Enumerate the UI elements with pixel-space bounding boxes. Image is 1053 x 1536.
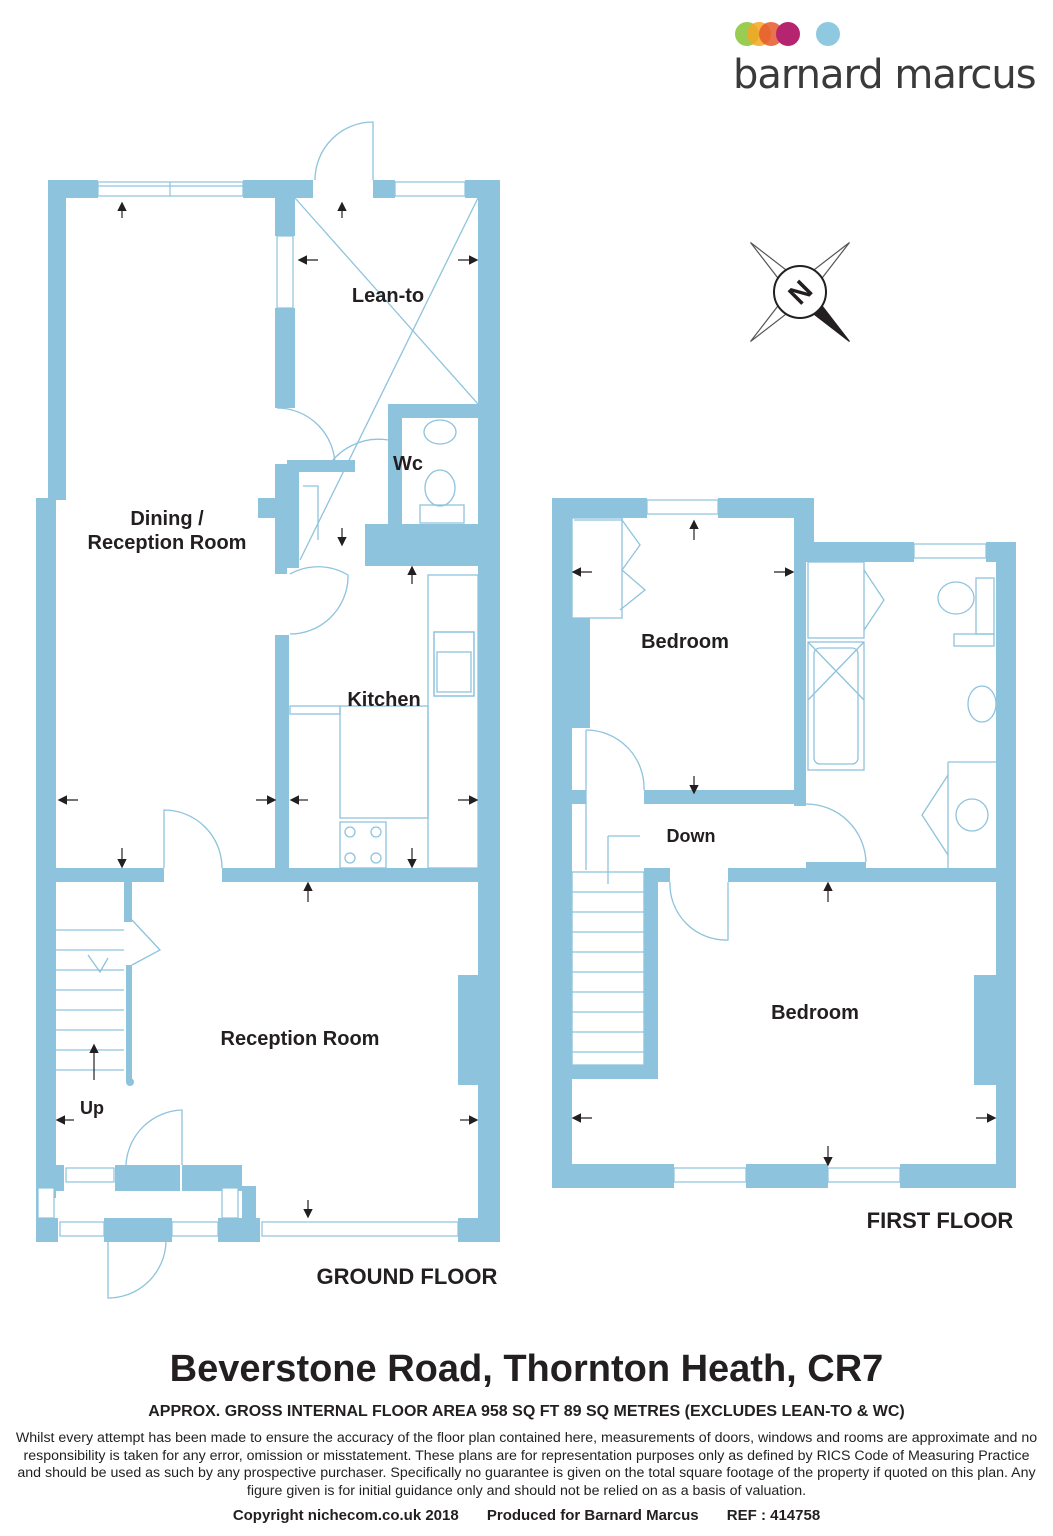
logo-dot-blue: [816, 22, 840, 46]
logo-dot-red: [759, 22, 783, 46]
ground-floor-label: GROUND FLOOR: [317, 1264, 498, 1289]
stairs-down-label: Down: [667, 826, 716, 846]
footer-credits: Copyright nichecom.co.uk 2018 Produced f…: [0, 1507, 1053, 1524]
ground-floor-fixtures: [56, 121, 479, 1299]
first-floor-fixtures: [571, 517, 997, 1066]
reference-text: REF : 414758: [726, 1507, 821, 1524]
stairs-up-label: Up: [80, 1098, 104, 1118]
logo-dot-magenta: [776, 22, 800, 46]
dimension-arrows: [55, 201, 997, 1219]
brand-logo-dots: [735, 22, 840, 46]
first-floor-label: FIRST FLOOR: [867, 1208, 1014, 1233]
compass-rose-icon: [750, 242, 850, 342]
produced-for-text: Produced for Barnard Marcus: [486, 1507, 699, 1524]
ground-floor-walls: [36, 180, 500, 1242]
room-label-lean-to: Lean-to: [352, 285, 424, 307]
disclaimer-text: Whilst every attempt has been made to en…: [15, 1430, 1038, 1499]
room-label-bedroom-front: Bedroom: [771, 1002, 859, 1024]
room-label-reception: Reception Room: [221, 1028, 380, 1050]
brand-name: barnard marcus: [733, 52, 1037, 98]
property-address: Beverstone Road, Thornton Heath, CR7: [169, 1348, 884, 1390]
first-floor-walls: [552, 498, 1016, 1188]
first-floor-windows: [646, 499, 987, 1183]
room-label-kitchen: Kitchen: [347, 689, 420, 711]
room-label-wc: Wc: [393, 453, 423, 475]
room-label-dining-line1: Dining /: [130, 508, 204, 530]
ground-floor-windows: [37, 181, 466, 1237]
copyright-text: Copyright nichecom.co.uk 2018: [232, 1507, 459, 1524]
floor-area-summary: APPROX. GROSS INTERNAL FLOOR AREA 958 SQ…: [148, 1403, 905, 1420]
room-label-bedroom-rear: Bedroom: [641, 631, 729, 653]
room-label-dining-line2: Reception Room: [88, 532, 247, 554]
